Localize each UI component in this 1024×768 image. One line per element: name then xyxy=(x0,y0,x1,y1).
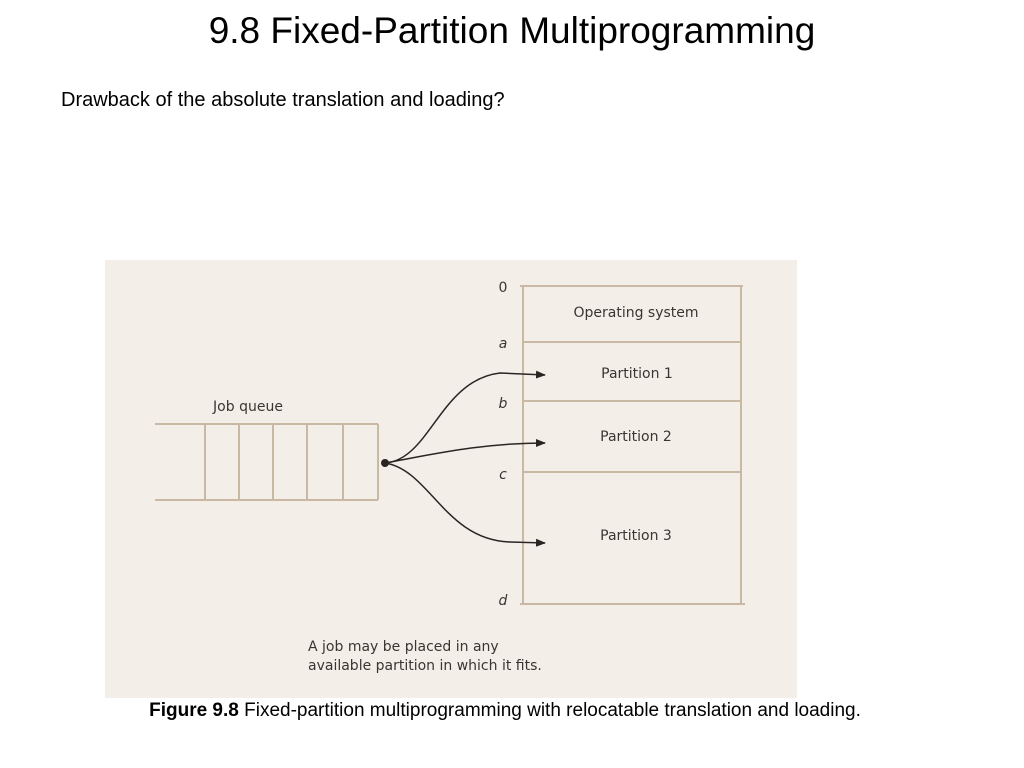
caption-text: Fixed-partition multiprogramming with re… xyxy=(238,700,861,721)
placement-arrows xyxy=(384,370,546,547)
note-line-1: A job may be placed in any xyxy=(308,639,499,655)
region-partition-2: Partition 2 xyxy=(600,429,672,445)
arrow-to-partition-1 xyxy=(384,370,546,464)
arrow-to-partition-3 xyxy=(384,462,546,547)
address-label-b: b xyxy=(499,396,508,412)
figure-caption: Figure 9.8 Fixed-partition multiprogramm… xyxy=(0,700,1010,722)
region-operating-system: Operating system xyxy=(573,305,698,321)
address-label-a: a xyxy=(499,336,508,352)
slide-title: 9.8 Fixed-Partition Multiprogramming xyxy=(208,10,816,51)
job-queue xyxy=(155,423,379,501)
slide-subtitle: Drawback of the absolute translation and… xyxy=(61,89,505,111)
region-partition-3: Partition 3 xyxy=(600,528,672,544)
address-label-d: d xyxy=(499,593,508,609)
caption-label: Figure 9.8 xyxy=(149,700,239,721)
address-label-0: 0 xyxy=(499,280,508,296)
region-partition-1: Partition 1 xyxy=(601,366,673,382)
note-line-2: available partition in which it fits. xyxy=(308,658,542,674)
arrow-to-partition-2 xyxy=(384,439,546,464)
job-queue-label: Job queue xyxy=(212,399,283,415)
figure-background xyxy=(105,260,797,698)
memory-layout xyxy=(520,285,745,605)
address-label-c: c xyxy=(499,467,507,483)
